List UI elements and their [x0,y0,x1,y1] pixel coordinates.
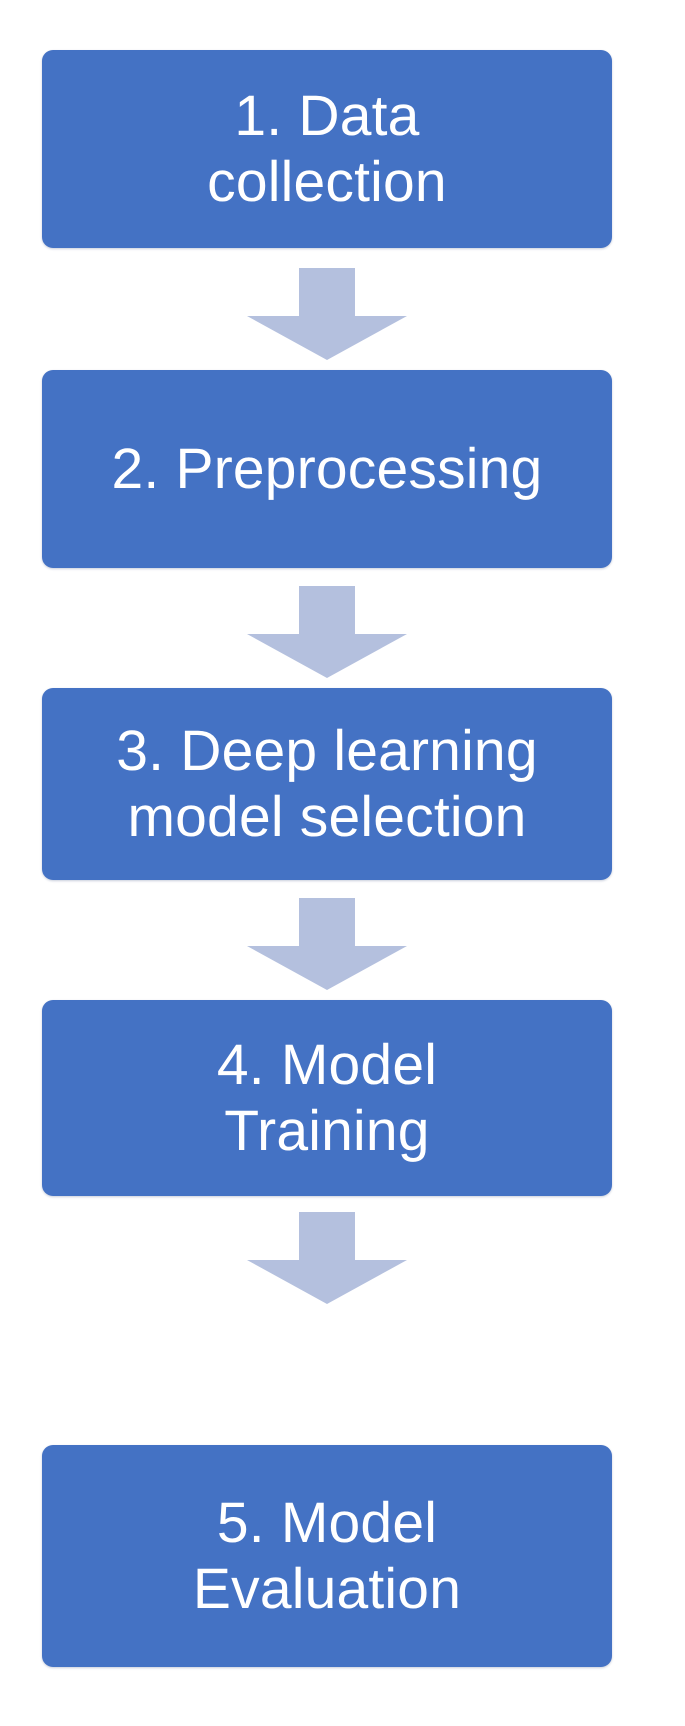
flow-node-label: 1. Data collection [207,83,447,214]
flow-node-label: 2. Preprocessing [111,436,543,501]
down-arrow-icon [247,898,407,990]
flow-node-label: 5. Model Evaluation [192,1490,462,1621]
down-arrow-icon [247,586,407,678]
flow-node-step-4[interactable]: 4. Model Training [42,1000,612,1196]
down-arrow-icon [247,268,407,360]
flow-node-step-3[interactable]: 3. Deep learning model selection [42,688,612,880]
flow-node-label: 4. Model Training [216,1032,438,1163]
flow-node-step-5[interactable]: 5. Model Evaluation [42,1445,612,1667]
flow-node-step-1[interactable]: 1. Data collection [42,50,612,248]
flow-node-label: 3. Deep learning model selection [116,718,538,849]
down-arrow-icon [247,1212,407,1304]
flow-node-step-2[interactable]: 2. Preprocessing [42,370,612,568]
